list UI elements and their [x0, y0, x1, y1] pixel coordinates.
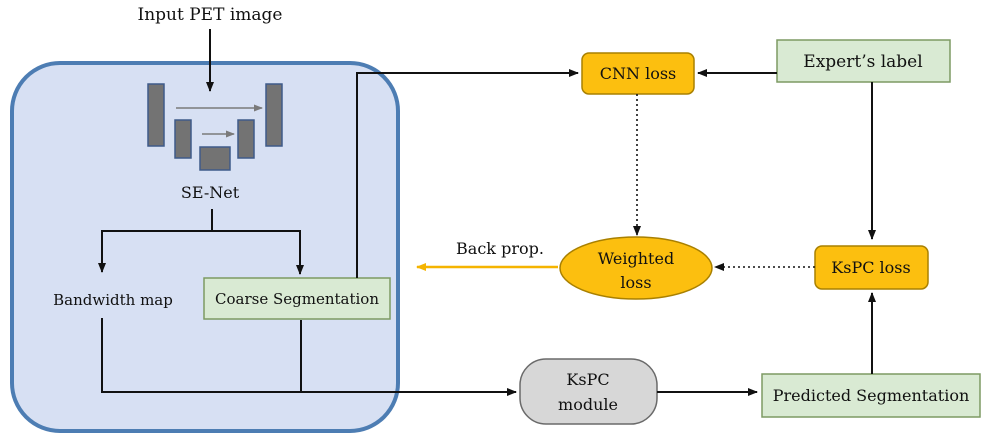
- input-pet-image-label: Input PET image: [138, 5, 283, 25]
- weighted-loss-ellipse: [559, 236, 713, 300]
- bandwidth-map-label: Bandwidth map: [53, 291, 173, 309]
- cnn-loss-box: [581, 52, 695, 95]
- se-net-label: SE-Net: [181, 183, 240, 202]
- kspc-loss-label: KsPC loss: [831, 258, 910, 277]
- weighted-loss-line1: Weighted: [598, 249, 674, 268]
- decoder-block-2: [237, 119, 255, 159]
- predicted-segmentation-label: Predicted Segmentation: [773, 386, 970, 405]
- split-to-bandwidth: [98, 230, 212, 273]
- experts-label-box: [776, 39, 951, 83]
- se-net-architecture-icon: [147, 83, 283, 171]
- cnn-loss-label: CNN loss: [600, 64, 677, 83]
- encoder-block-2: [174, 119, 192, 159]
- bottleneck-block: [199, 146, 231, 171]
- coarse-segmentation-box: [203, 277, 391, 320]
- back-prop-label: Back prop.: [456, 239, 544, 258]
- coarse-segmentation-label: Coarse Segmentation: [215, 290, 379, 308]
- coarse-to-cnn-loss: [356, 69, 579, 278]
- decoder-block-1: [265, 83, 283, 147]
- bandwidth-to-kspc: [101, 318, 517, 396]
- experts-label-text: Expert’s label: [803, 52, 922, 72]
- kspc-module-line1: KsPC: [566, 370, 609, 389]
- split-to-coarse: [212, 230, 304, 275]
- weighted-loss-line2: loss: [620, 273, 651, 292]
- se-net-panel: [10, 61, 400, 433]
- encoder-block-1: [147, 83, 165, 147]
- kspc-module-box: [519, 358, 658, 425]
- kspc-module-line2: module: [558, 395, 618, 414]
